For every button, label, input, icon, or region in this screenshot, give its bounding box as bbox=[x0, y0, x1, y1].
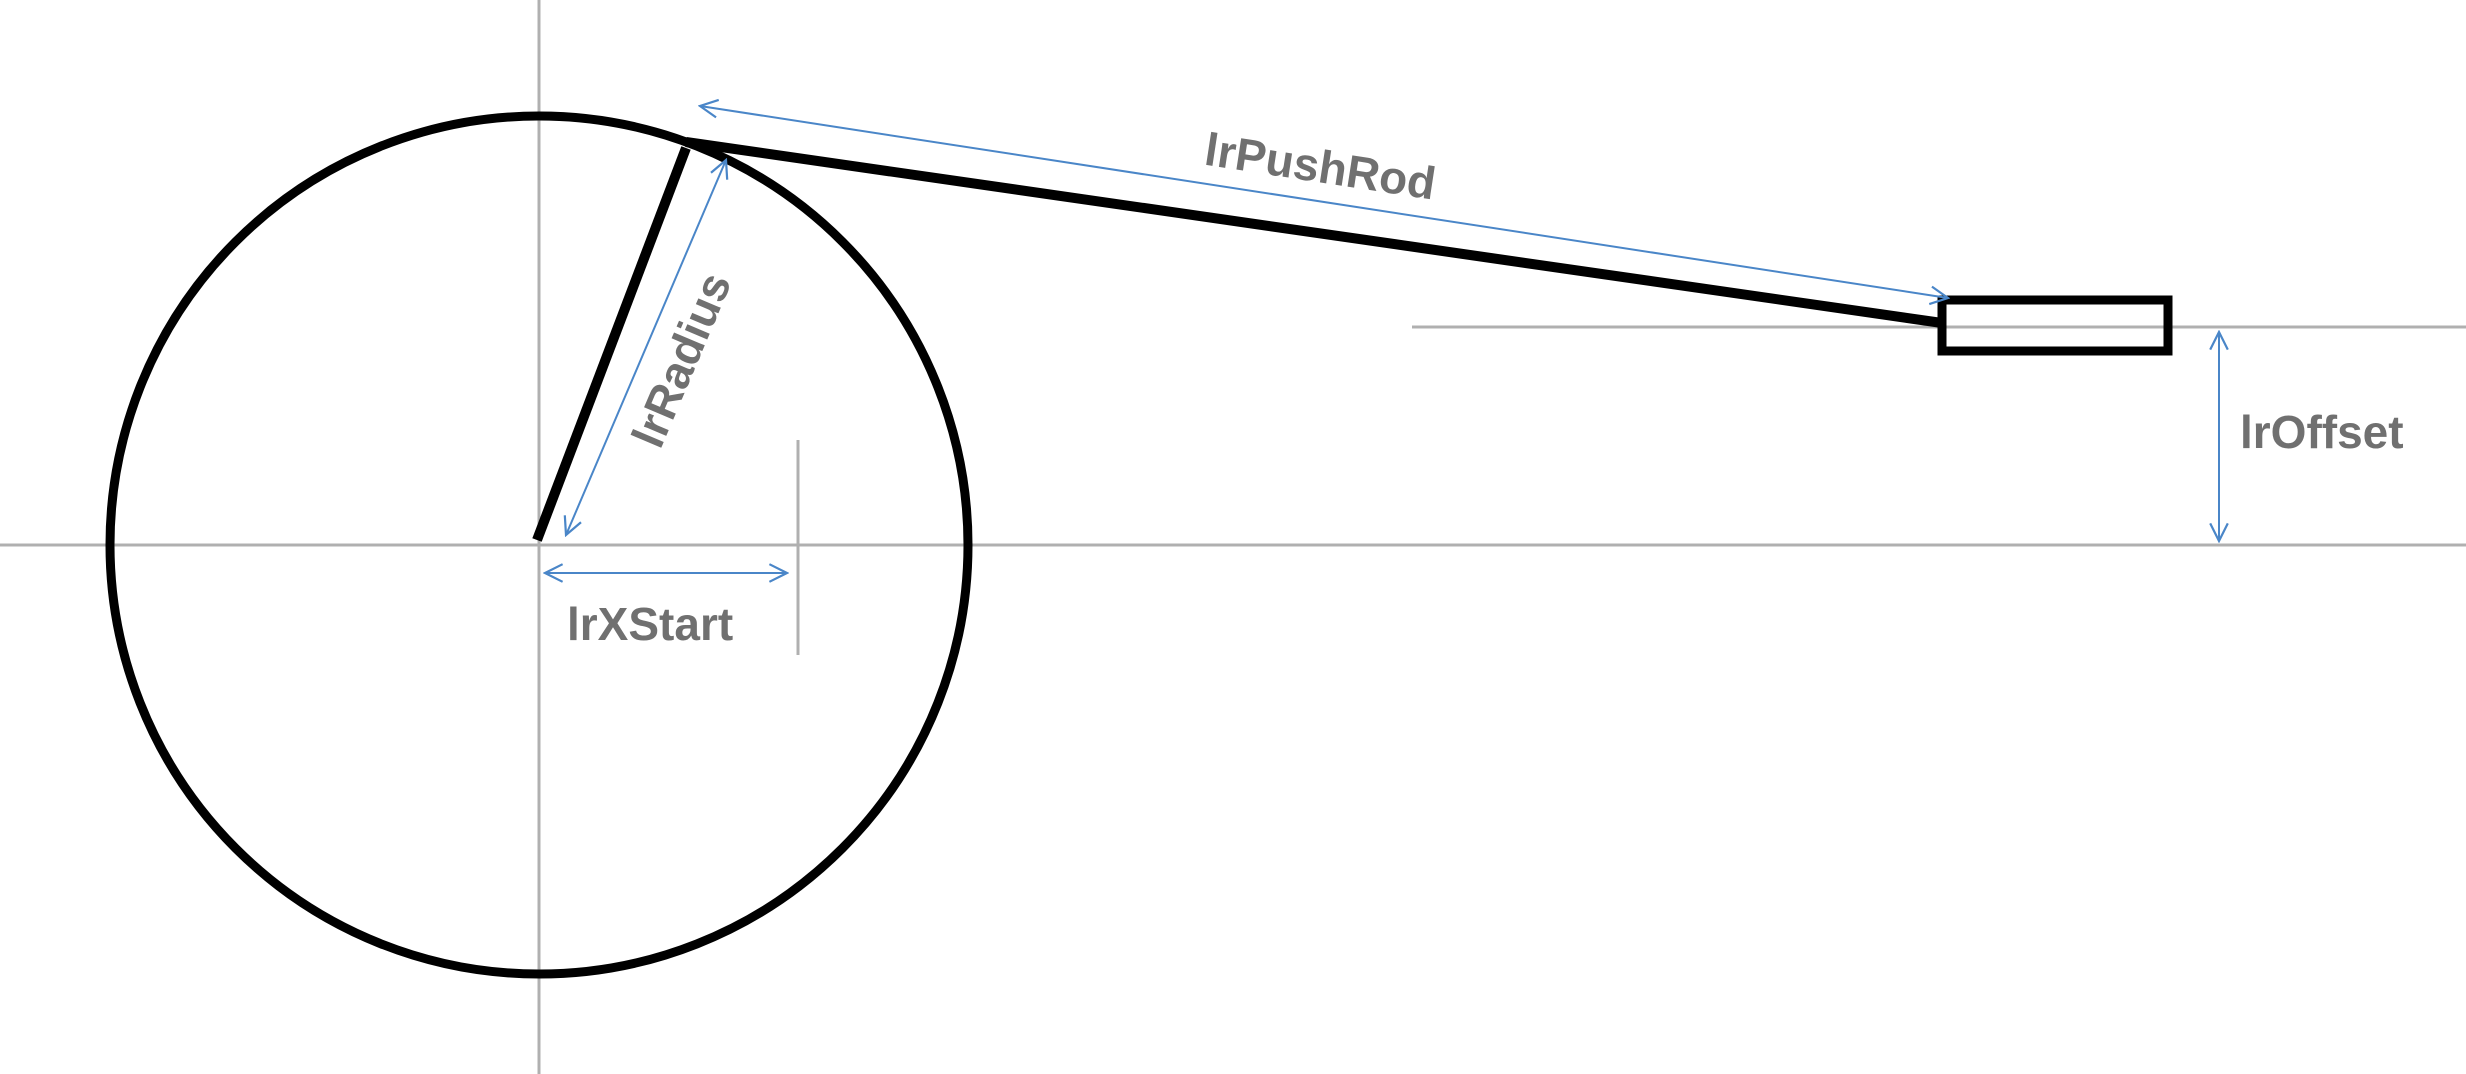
x-start-label: lrXStart bbox=[567, 598, 733, 650]
dimension-labels: lrPushRod lrRadius lrOffset lrXStart bbox=[567, 123, 2404, 650]
push-rod-dimension-arrow bbox=[700, 106, 1948, 298]
radius-label: lrRadius bbox=[621, 265, 741, 455]
slider-block bbox=[1937, 295, 2173, 356]
radius-dimension-arrow bbox=[566, 160, 726, 535]
dimension-arrows bbox=[545, 106, 2219, 573]
offset-label: lrOffset bbox=[2240, 406, 2404, 458]
crank-circle bbox=[105, 111, 973, 979]
push-rod-label: lrPushRod bbox=[1202, 123, 1440, 210]
